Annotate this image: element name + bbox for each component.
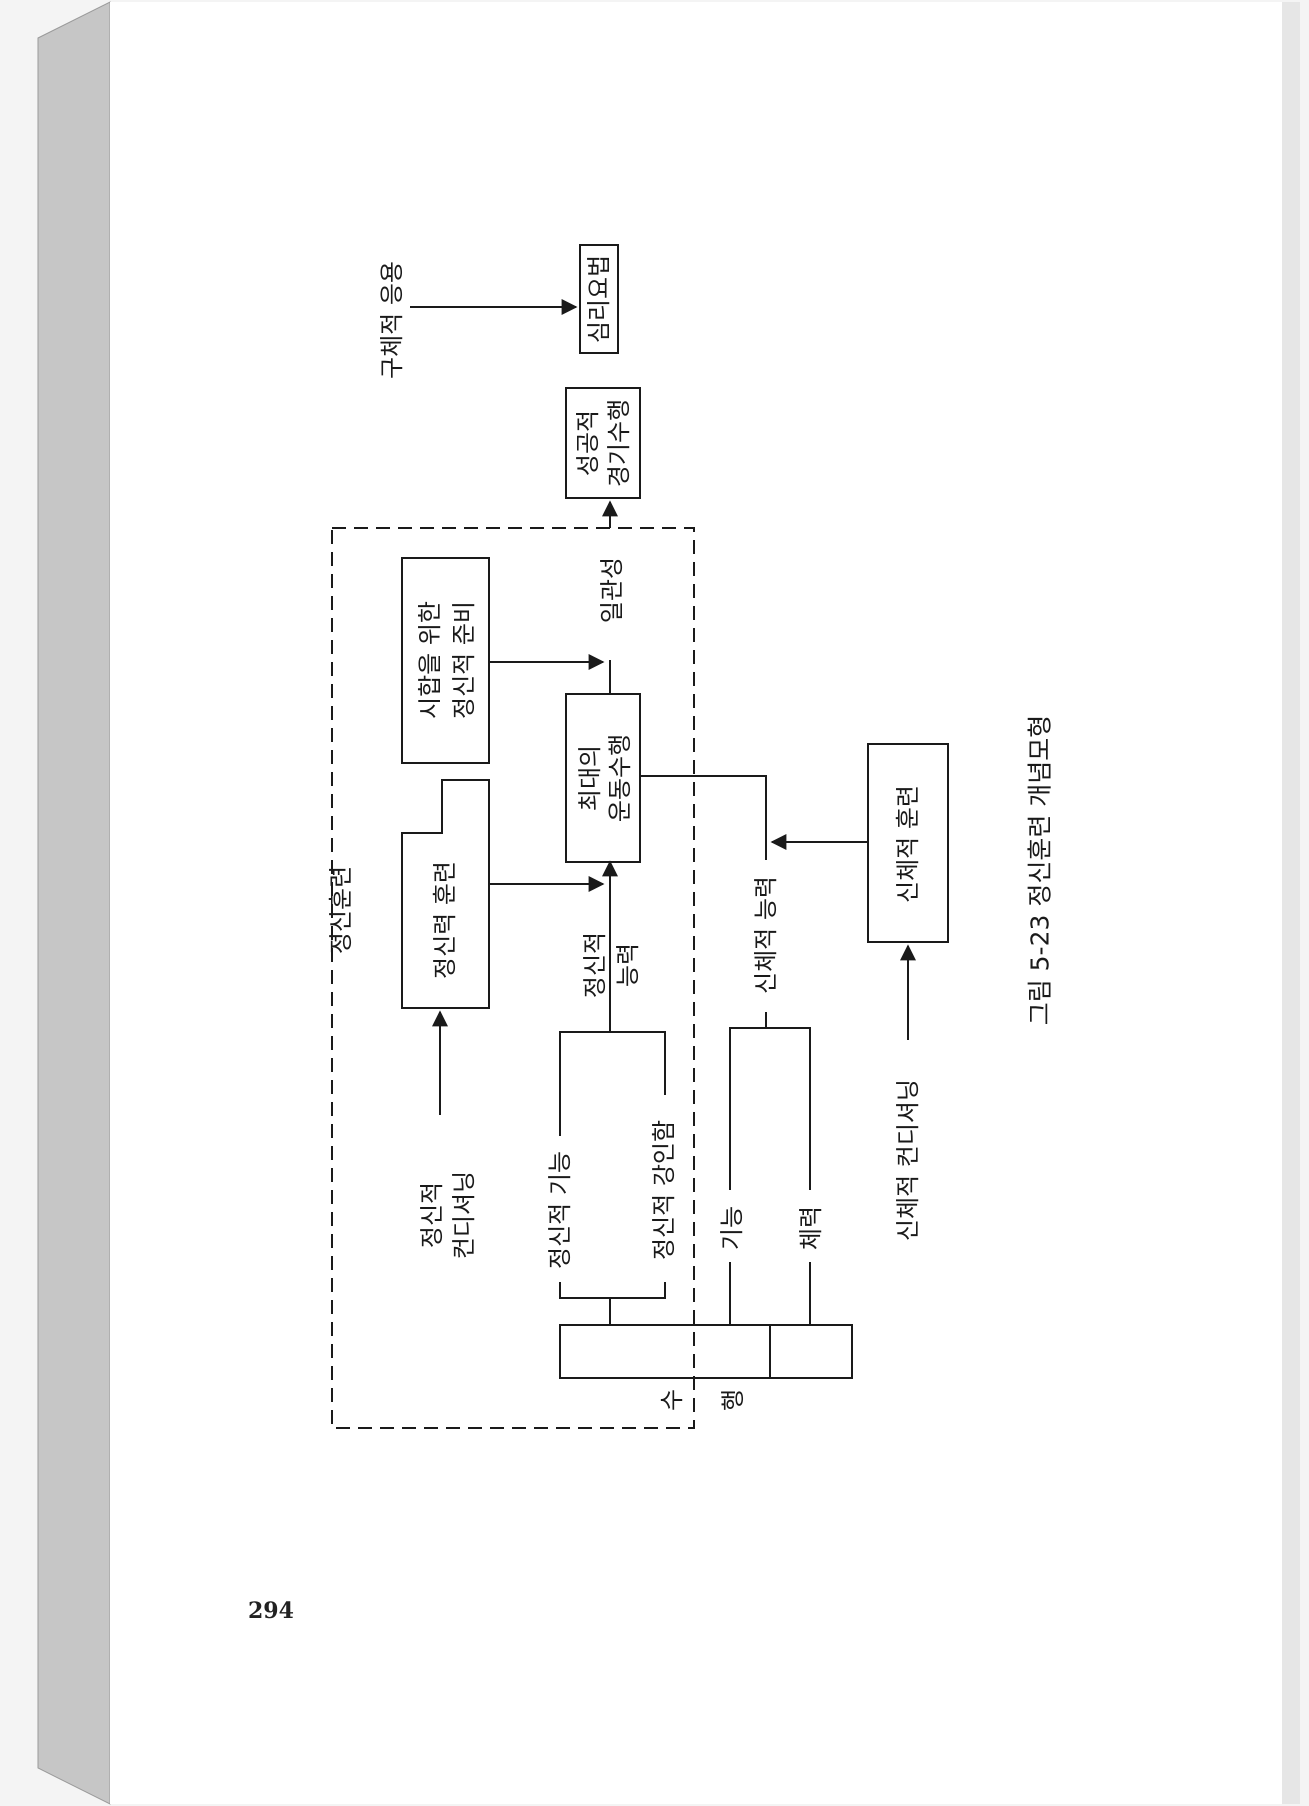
physical-training-label: 신체적 훈련 bbox=[894, 785, 922, 903]
mental-power-training-label: 정신력 훈련 bbox=[431, 861, 459, 979]
max-performance-label-1: 최대의 bbox=[576, 745, 604, 811]
concrete-application-label: 구체적 응용 bbox=[378, 261, 406, 379]
performance-box-left bbox=[559, 1324, 771, 1379]
consistency-label: 일관성 bbox=[598, 557, 626, 623]
mental-prep-label-2: 정신적 준비 bbox=[450, 601, 478, 719]
max-performance-label-2: 운동수행 bbox=[606, 734, 634, 822]
psych-method-box bbox=[579, 244, 619, 354]
mental-function-label: 정신적 기능 bbox=[546, 1151, 574, 1269]
mental-prep-label-1: 시합을 위한 bbox=[416, 601, 444, 719]
page-sheet bbox=[110, 2, 1300, 1804]
performance-box-right bbox=[769, 1324, 853, 1379]
physical-ability-bracket bbox=[729, 1027, 811, 1190]
mental-training-label: 정신훈련 bbox=[327, 866, 355, 954]
mental-ability-bracket bbox=[559, 1031, 666, 1136]
mental-toughness-label: 정신적 강인함 bbox=[650, 1120, 678, 1260]
page-edge-shadow bbox=[1282, 2, 1300, 1804]
physical-ability-label: 신체적 능력 bbox=[752, 876, 780, 994]
mental-ability-label-1: 정신적 bbox=[581, 932, 609, 998]
performance-char-2: 행 bbox=[719, 1389, 747, 1411]
performance-char-1: 수 bbox=[658, 1389, 686, 1411]
mental-training-region bbox=[331, 527, 695, 1429]
mental-prep-box bbox=[401, 557, 490, 764]
figure-caption: 그림 5-23 정신훈련 개념모형 bbox=[1026, 715, 1055, 1026]
fitness-label: 체력 bbox=[797, 1206, 825, 1250]
successful-label-1: 성공적 bbox=[574, 410, 602, 476]
psych-method-label: 심리요법 bbox=[585, 255, 613, 343]
skill-label: 기능 bbox=[718, 1206, 746, 1250]
mental-performance-bracket bbox=[559, 1282, 666, 1299]
mental-power-training-box bbox=[401, 779, 490, 1009]
page-number: 294 bbox=[248, 1598, 294, 1624]
mental-conditioning-label-1: 정신적 bbox=[418, 1182, 446, 1248]
successful-label-2: 경기수행 bbox=[605, 399, 633, 487]
mental-ability-label-2: 능력 bbox=[614, 943, 642, 987]
mental-conditioning-label-2: 컨디셔닝 bbox=[450, 1171, 478, 1259]
successful-performance-box bbox=[565, 387, 641, 499]
physical-conditioning-label: 신체적 컨디셔닝 bbox=[894, 1079, 922, 1241]
physical-to-max-line bbox=[640, 775, 767, 860]
